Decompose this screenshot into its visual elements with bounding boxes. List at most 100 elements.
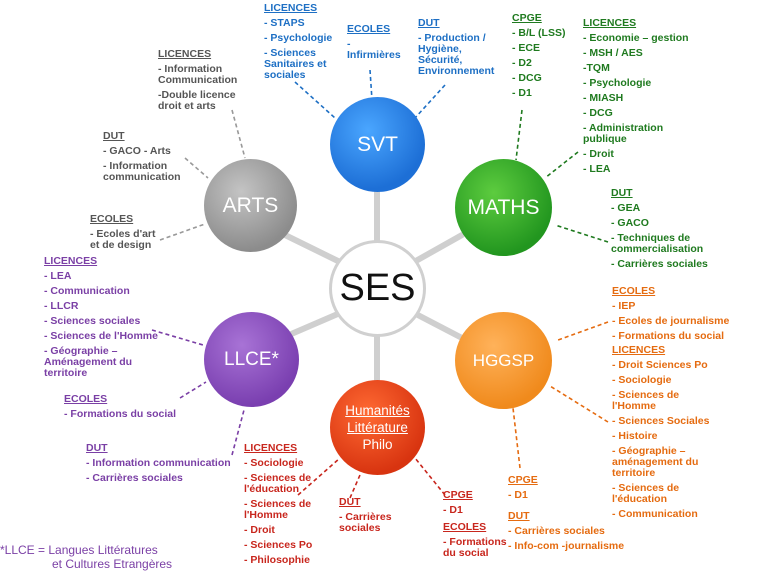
hub-maths-label: MATHS bbox=[467, 195, 540, 219]
maths-licences-block: LICENCES - Economie – gestion - MSH / AE… bbox=[583, 18, 703, 179]
svt-dut-block: DUT - Production / Hygiène, Sécurité, En… bbox=[418, 18, 496, 81]
list-item: - LEA bbox=[583, 163, 611, 175]
hub-svt[interactable]: SVT bbox=[330, 97, 425, 192]
hum-cpge-heading: CPGE bbox=[443, 489, 473, 501]
arts-dut-block: DUT - GACO - Arts - Information communic… bbox=[103, 131, 188, 187]
hum-cpge-block: CPGE - D1 bbox=[443, 490, 503, 520]
list-item: - Ecoles d'art et de design bbox=[90, 228, 156, 251]
arts-licences-heading: LICENCES bbox=[158, 48, 212, 60]
list-item: - D1 bbox=[512, 87, 532, 99]
hggsp-dut-block: DUT - Carrières sociales - Info-com -jou… bbox=[508, 511, 633, 556]
list-item: - Sciences sociales bbox=[44, 315, 141, 327]
hggsp-licences-heading: LICENCES bbox=[612, 344, 666, 356]
llce-licences-heading: LICENCES bbox=[44, 255, 98, 267]
list-item: - LEA bbox=[44, 270, 72, 282]
hum-licences-block: LICENCES - Sociologie - Sciences de l'éd… bbox=[244, 443, 324, 570]
list-item: - Techniques de commercialisation bbox=[611, 232, 704, 255]
list-item: - Formations du social bbox=[612, 330, 725, 342]
maths-dut-block: DUT - GEA - GACO - Techniques de commerc… bbox=[611, 188, 711, 274]
list-item: - DCG bbox=[583, 107, 613, 119]
hub-llce[interactable]: LLCE* bbox=[204, 312, 299, 407]
hub-humanites-line3: Philo bbox=[362, 437, 393, 452]
hub-humanites-line1: Humanités bbox=[345, 403, 410, 418]
maths-licences-heading: LICENCES bbox=[583, 17, 637, 29]
arts-ecoles-heading: ECOLES bbox=[90, 213, 134, 225]
list-item: - Sciences Sociales bbox=[612, 415, 710, 427]
list-item: - Sciences de l'Homme bbox=[612, 389, 680, 412]
maths-dut-heading: DUT bbox=[611, 187, 633, 199]
spoke-maths bbox=[411, 232, 465, 265]
llce-dut-heading: DUT bbox=[86, 442, 108, 454]
hub-arts-label: ARTS bbox=[222, 193, 279, 217]
list-item: - Formations du social bbox=[443, 536, 507, 559]
legend-line-1: *LLCE = Langues Littératures bbox=[0, 543, 158, 557]
list-item: - Infirmières bbox=[347, 38, 401, 61]
list-item: - D1 bbox=[443, 504, 463, 516]
hub-arts[interactable]: ARTS bbox=[204, 159, 297, 252]
legend-line-2: et Cultures Etrangères bbox=[52, 557, 173, 571]
list-item: - Information Communication bbox=[158, 63, 238, 86]
list-item: - Communication bbox=[612, 508, 698, 520]
svt-ecoles-heading: ECOLES bbox=[347, 23, 391, 35]
list-item: - Philosophie bbox=[244, 554, 310, 566]
list-item: - Production / Hygiène, Sécurité, Enviro… bbox=[418, 32, 495, 77]
llce-ecoles-heading: ECOLES bbox=[64, 393, 108, 405]
llce-ecoles-block: ECOLES - Formations du social bbox=[64, 394, 189, 424]
hub-ses[interactable]: SES bbox=[329, 240, 426, 337]
list-item: - Histoire bbox=[612, 430, 658, 442]
maths-cpge-heading: CPGE bbox=[512, 12, 542, 24]
list-item: - Carrières sociales bbox=[86, 472, 183, 484]
hum-ecoles-heading: ECOLES bbox=[443, 521, 487, 533]
list-item: - Carrières sociales bbox=[508, 525, 605, 537]
list-item: - Géographie – aménagement du territoire bbox=[612, 445, 699, 479]
list-item: - Information communication bbox=[86, 457, 231, 469]
list-item: - MSH / AES bbox=[583, 47, 643, 59]
list-item: -TQM bbox=[583, 62, 610, 74]
hggsp-dut-heading: DUT bbox=[508, 510, 530, 522]
hub-maths[interactable]: MATHS bbox=[455, 159, 552, 256]
list-item: - Droit bbox=[583, 148, 614, 160]
hggsp-licences-block: LICENCES - Droit Sciences Po - Sociologi… bbox=[612, 345, 712, 524]
list-item: - Economie – gestion bbox=[583, 32, 689, 44]
spoke-arts bbox=[282, 232, 343, 265]
llce-licences-block: LICENCES - LEA - Communication - LLCR - … bbox=[44, 256, 169, 383]
list-item: - Sciences de l'Homme bbox=[44, 330, 158, 342]
hub-svt-label: SVT bbox=[357, 132, 398, 156]
hggsp-ecoles-heading: ECOLES bbox=[612, 285, 656, 297]
list-item: - Info-com -journalisme bbox=[508, 540, 625, 552]
list-item: - Ecoles de journalisme bbox=[612, 315, 730, 327]
list-item: - D1 bbox=[508, 489, 528, 501]
list-item: - Carrières sociales bbox=[611, 258, 708, 270]
list-item: - Sciences Sanitaires et sociales bbox=[264, 47, 327, 81]
list-item: - Sciences Po bbox=[244, 539, 313, 551]
hub-ses-label: SES bbox=[339, 267, 416, 309]
llce-dut-block: DUT - Information communication - Carriè… bbox=[86, 443, 241, 488]
list-item: - Administration publique bbox=[583, 122, 664, 145]
list-item: - LLCR bbox=[44, 300, 79, 312]
hub-llce-label: LLCE* bbox=[224, 348, 279, 370]
maths-cpge-block: CPGE - B/L (LSS) - ECE - D2 - DCG - D1 bbox=[512, 13, 572, 103]
svt-licences-heading: LICENCES bbox=[264, 2, 318, 14]
list-item: -Double licence droit et arts bbox=[158, 89, 236, 112]
hub-hggsp-label: HGGSP bbox=[472, 350, 535, 370]
list-item: - MIASH bbox=[583, 92, 624, 104]
hub-hggsp[interactable]: HGGSP bbox=[455, 312, 552, 409]
list-item: - DCG bbox=[512, 72, 542, 84]
hub-humanites[interactable]: Humanités Littérature Philo bbox=[330, 380, 425, 475]
list-item: - ECE bbox=[512, 42, 541, 54]
list-item: - Communication bbox=[44, 285, 130, 297]
hggsp-ecoles-block: ECOLES - IEP - Ecoles de journalisme - F… bbox=[612, 286, 742, 346]
llce-legend: *LLCE = Langues Littératures et Cultures… bbox=[0, 543, 200, 571]
svt-dut-heading: DUT bbox=[418, 17, 440, 29]
list-item: - Psychologie bbox=[264, 32, 333, 44]
hum-ecoles-block: ECOLES - Formations du social bbox=[443, 522, 509, 563]
hggsp-cpge-heading: CPGE bbox=[508, 474, 538, 486]
list-item: - Droit Sciences Po bbox=[612, 359, 708, 371]
list-item: - Formations du social bbox=[64, 408, 177, 420]
hub-humanites-line2: Littérature bbox=[347, 420, 408, 435]
arts-licences-block: LICENCES - Information Communication -Do… bbox=[158, 49, 243, 116]
list-item: - Géographie – Aménagement du territoire bbox=[44, 345, 133, 379]
hum-dut-heading: DUT bbox=[339, 496, 361, 508]
list-item: - GEA bbox=[611, 202, 641, 214]
